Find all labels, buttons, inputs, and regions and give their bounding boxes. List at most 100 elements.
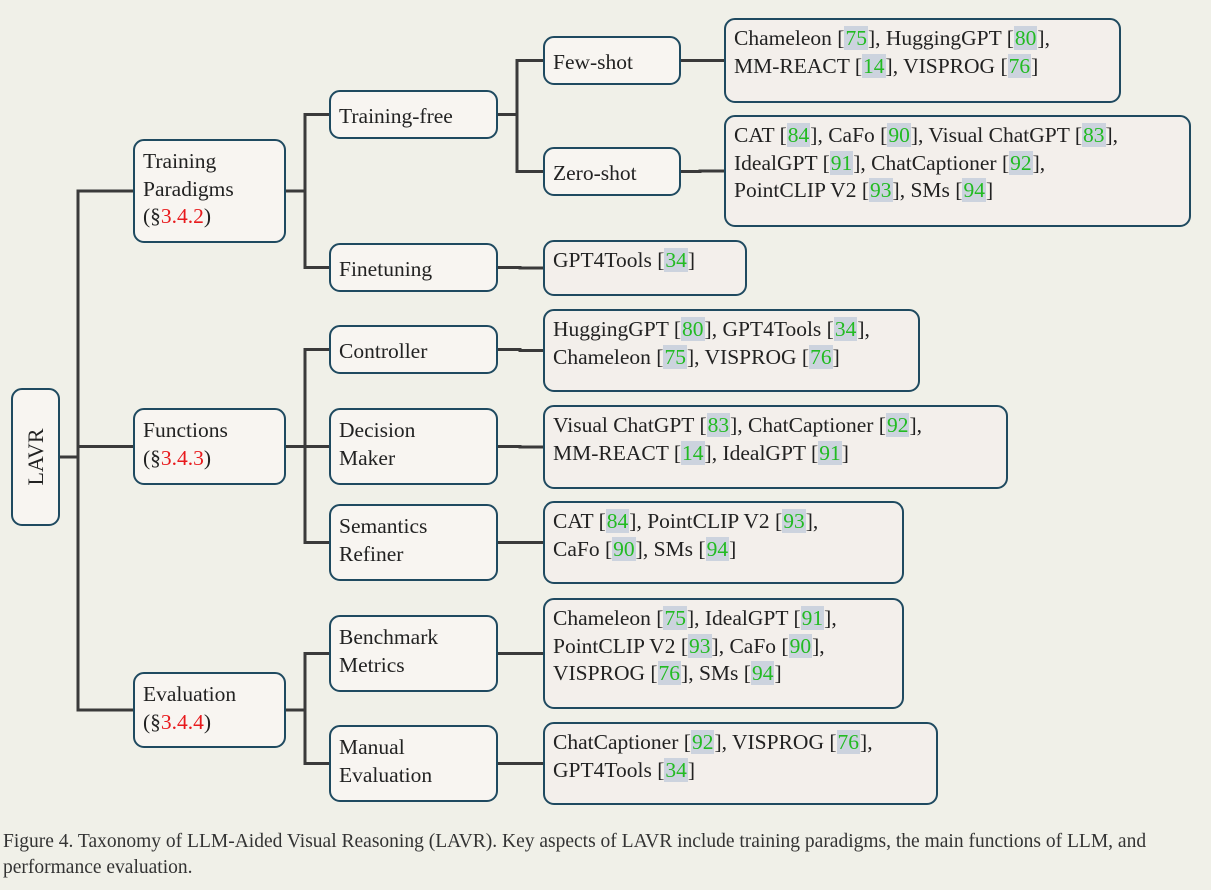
methods-list-5: CAT [84], PointCLIP V2 [93], CaFo [90], … (543, 501, 904, 584)
section-ref: (§3.4.2) (143, 204, 212, 228)
citation-link[interactable]: 80 (1013, 26, 1038, 50)
citation-link[interactable]: 76 (657, 661, 682, 685)
category-label: Evaluation (339, 762, 433, 787)
citation-link[interactable]: 80 (681, 317, 705, 341)
citation-link[interactable]: 75 (663, 606, 687, 630)
methods-line: CAT [84], CaFo [90], Visual ChatGPT [83]… (734, 123, 1119, 147)
category-node-few-shot: Few-shot (543, 36, 681, 85)
method-name: MM-REACT (734, 53, 850, 78)
citation-link[interactable]: 91 (800, 606, 825, 630)
citation-link[interactable]: 84 (786, 123, 811, 147)
method-name: PointCLIP V2 (553, 633, 676, 658)
category-label: Semantics (339, 514, 428, 538)
category-label: Training-free (339, 104, 453, 128)
category-label: Refiner (339, 541, 404, 566)
citation-link[interactable]: 91 (818, 440, 842, 465)
citation-link[interactable]: 34 (664, 248, 688, 272)
method-name: VISPROG (903, 53, 996, 78)
method-name: GPT4Tools (553, 757, 652, 782)
methods-line: CAT [84], PointCLIP V2 [93], (553, 509, 819, 533)
citation-link[interactable]: 83 (706, 413, 731, 437)
methods-line: Chameleon [75], IdealGPT [91], (553, 606, 837, 630)
method-name: HuggingGPT (885, 26, 1002, 50)
method-name: HuggingGPT (553, 317, 669, 341)
methods-line: HuggingGPT [80], GPT4Tools [34], (553, 317, 870, 341)
methods-list-6: Chameleon [75], IdealGPT [91], PointCLIP… (543, 598, 904, 709)
section-ref: (§3.4.4) (143, 709, 212, 734)
branch-label: Evaluation (143, 682, 237, 706)
citation-link[interactable]: 83 (1082, 123, 1106, 147)
methods-line: IdealGPT [91], ChatCaptioner [92], (734, 150, 1046, 175)
category-label: Controller (339, 339, 428, 363)
methods-list-2: GPT4Tools [34] (543, 240, 747, 296)
branch-node-functions: Functions(§3.4.3) (133, 408, 286, 485)
citation-link[interactable]: 75 (844, 26, 868, 50)
citation-link[interactable]: 94 (962, 178, 986, 202)
citation-link[interactable]: 34 (664, 757, 688, 782)
method-name: PointCLIP V2 (647, 509, 770, 533)
category-node-zero-shot: Zero-shot (543, 147, 681, 196)
method-name: ChatCaptioner (553, 730, 679, 754)
method-name: MM-REACT (553, 440, 669, 465)
method-name: CaFo (553, 536, 600, 561)
root-node-lavr: LAVR (11, 388, 60, 526)
citation-link[interactable]: 94 (705, 536, 730, 561)
citation-link[interactable]: 75 (663, 344, 687, 369)
methods-line: Chameleon [75], VISPROG [76] (553, 344, 840, 369)
citation-link[interactable]: 93 (688, 633, 712, 658)
method-name: VISPROG (704, 344, 797, 369)
citation-link[interactable]: 84 (605, 509, 630, 533)
category-label: Metrics (339, 652, 405, 677)
citation-link[interactable]: 93 (782, 509, 806, 533)
branch-node-evaluation: Evaluation (§3.4.4) (133, 672, 286, 748)
category-label: Zero-shot (553, 161, 637, 185)
method-name: Chameleon (553, 344, 651, 369)
citation-link[interactable]: 94 (750, 661, 775, 685)
root-label: LAVR (22, 428, 48, 486)
method-name: VISPROG (553, 661, 645, 685)
citation-link[interactable]: 14 (681, 440, 705, 465)
citation-link[interactable]: 76 (1007, 53, 1032, 78)
citation-link[interactable]: 76 (836, 730, 861, 754)
methods-line: MM-REACT [14], VISPROG [76] (734, 53, 1039, 78)
methods-list-7: ChatCaptioner [92], VISPROG [76], GPT4To… (543, 722, 938, 805)
method-name: Chameleon (553, 606, 651, 630)
citation-link[interactable]: 90 (788, 633, 813, 658)
citation-link[interactable]: 90 (612, 536, 636, 561)
citation-link[interactable]: 93 (869, 178, 893, 202)
category-label: Few-shot (553, 50, 634, 74)
citation-link[interactable]: 76 (809, 344, 833, 369)
method-name: GPT4Tools (722, 317, 822, 341)
method-name: CaFo (828, 123, 875, 147)
method-name: CAT (553, 509, 594, 533)
methods-list-4: Visual ChatGPT [83], ChatCaptioner [92],… (543, 405, 1008, 489)
citation-link[interactable]: 90 (887, 123, 911, 147)
category-label: Manual (339, 735, 405, 759)
method-name: SMs (910, 178, 950, 202)
citation-link[interactable]: 34 (833, 317, 858, 341)
citation-link[interactable]: 92 (885, 413, 910, 437)
citation-link[interactable]: 92 (1009, 150, 1033, 175)
citation-link[interactable]: 14 (862, 53, 886, 78)
section-ref: (§3.4.3) (143, 445, 212, 470)
citation-link[interactable]: 91 (829, 150, 854, 175)
category-node-training-free: Training-free (329, 90, 498, 139)
methods-line: Visual ChatGPT [83], ChatCaptioner [92], (553, 413, 923, 437)
method-name: SMs (653, 536, 694, 561)
method-name: IdealGPT (734, 150, 818, 175)
method-name: CAT (734, 123, 775, 147)
methods-line: GPT4Tools [34] (553, 248, 696, 272)
citation-link[interactable]: 92 (690, 730, 715, 754)
category-label: Finetuning (339, 257, 433, 281)
method-name: IdealGPT (722, 440, 806, 465)
section-number: 3.4.4 (160, 709, 204, 734)
methods-line: PointCLIP V2 [93], SMs [94] (734, 178, 994, 202)
methods-list-0: Chameleon [75], HuggingGPT [80], MM-REAC… (724, 18, 1121, 103)
method-name: Chameleon (734, 26, 832, 50)
